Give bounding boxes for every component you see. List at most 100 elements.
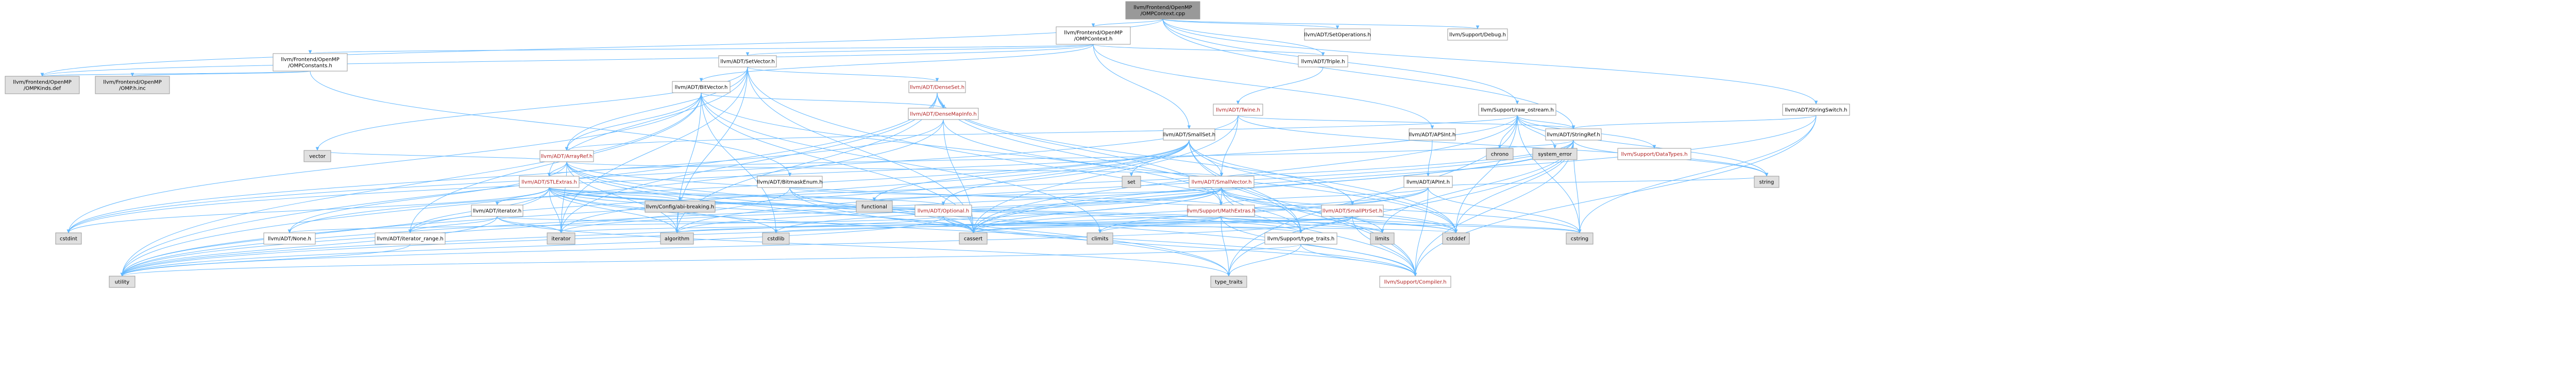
node-iterator-std[interactable]: iterator: [547, 232, 575, 245]
node-label: set: [1127, 180, 1135, 185]
node-label: llvm/ADT/StringSwitch.h: [1785, 108, 1847, 113]
node-label: llvm/ADT/SetOperations.h: [1304, 32, 1371, 38]
node-box: [718, 55, 777, 67]
edge-setvector-to-arrayref: [567, 66, 748, 150]
node-vector[interactable]: vector: [303, 150, 331, 162]
node-utility[interactable]: utility: [109, 276, 135, 288]
node-box: [672, 81, 731, 93]
edge-stringswitch-to-stringref: [1573, 115, 1817, 129]
node-bitmaskenum[interactable]: llvm/ADT/BitmaskEnum.h: [757, 176, 823, 188]
node-bitvector[interactable]: llvm/ADT/BitVector.h: [672, 81, 731, 93]
node-arrayref[interactable]: llvm/ADT/ArrayRef.h: [539, 150, 594, 162]
node-denseset[interactable]: llvm/ADT/DenseSet.h: [908, 81, 966, 93]
edge-twine-to-cstdint: [69, 115, 1239, 233]
node-box: [1370, 232, 1395, 245]
node-setoperations[interactable]: llvm/ADT/SetOperations.h: [1304, 28, 1371, 41]
node-apsint[interactable]: llvm/ADT/APSInt.h: [1409, 128, 1456, 141]
edge-stringswitch-to-cassert: [973, 115, 1817, 233]
node-root[interactable]: llvm/Frontend/OpenMP/OMPContext.cpp: [1125, 1, 1200, 20]
node-climits[interactable]: climits: [1087, 232, 1113, 245]
node-label: string: [1759, 180, 1774, 185]
node-mathextras[interactable]: llvm/Support/MathExtras.h: [1187, 205, 1256, 217]
node-box: [1566, 232, 1594, 245]
edge-mathextras-to-type_traits: [1221, 216, 1229, 276]
node-label: system_error: [1538, 152, 1572, 158]
edge-raw_ostream-to-cstddef: [1456, 115, 1518, 233]
node-box: [1122, 176, 1141, 188]
node-box: [856, 200, 893, 213]
node-label: functional: [861, 205, 887, 210]
node-cstdlib[interactable]: cstdlib: [762, 232, 790, 245]
node-box: [660, 232, 694, 245]
node-cstdint[interactable]: cstdint: [55, 232, 82, 245]
node-label: llvm/Frontend/OpenMP: [1064, 30, 1122, 36]
node-label: algorithm: [665, 236, 689, 242]
node-apint[interactable]: llvm/ADT/APInt.h: [1403, 176, 1453, 188]
node-label: type_traits: [1215, 280, 1242, 285]
node-config[interactable]: llvm/Config/abi-breaking.h: [645, 200, 716, 213]
node-label: llvm/ADT/None.h: [268, 236, 311, 242]
node-compiler[interactable]: llvm/Support/Compiler.h: [1379, 276, 1451, 288]
edge-arrayref-to-smallvector: [566, 161, 1222, 176]
node-label: /OMPContext.cpp: [1141, 11, 1185, 17]
node-smallptrset[interactable]: llvm/ADT/SmallPtrSet.h: [1321, 205, 1384, 217]
node-type-traits-h[interactable]: llvm/Support/type_traits.h: [1264, 232, 1337, 245]
node-chrono[interactable]: chrono: [1486, 148, 1514, 160]
edge-arrayref-to-cstddef: [566, 161, 1456, 233]
node-ompconstants[interactable]: llvm/Frontend/OpenMP/OMPConstants.h: [273, 53, 348, 72]
node-cstddef[interactable]: cstddef: [1442, 232, 1470, 245]
node-stlextras[interactable]: llvm/ADT/STLExtras.h: [519, 176, 580, 188]
node-stringref[interactable]: llvm/ADT/StringRef.h: [1545, 128, 1602, 141]
node-algorithm[interactable]: algorithm: [660, 232, 694, 245]
edge-root-to-setoperations: [1162, 19, 1337, 29]
node-twine[interactable]: llvm/ADT/Twine.h: [1213, 104, 1263, 116]
node-system-error[interactable]: system_error: [1532, 148, 1578, 160]
node-smallvector[interactable]: llvm/ADT/SmallVector.h: [1189, 176, 1255, 188]
node-label: llvm/Config/abi-breaking.h: [646, 205, 714, 210]
edge-bitvector-to-densemapinfo: [701, 92, 943, 108]
edge-ompcontext_h-to-triple: [1093, 44, 1323, 56]
edge-ompcontext_h-to-apsint: [1093, 44, 1432, 129]
edge-raw_ostream-to-cstring: [1517, 115, 1580, 233]
node-cstring[interactable]: cstring: [1566, 232, 1594, 245]
node-type-traits[interactable]: type_traits: [1210, 276, 1247, 288]
edge-smallset-to-iterator_std: [561, 140, 1190, 233]
edge-smallvector-to-type_traits_h: [1221, 187, 1301, 233]
node-label: llvm/ADT/ArrayRef.h: [541, 154, 593, 160]
node-raw-ostream[interactable]: llvm/Support/raw_ostream.h: [1478, 104, 1556, 116]
node-label: llvm/Frontend/OpenMP: [281, 57, 339, 63]
node-box: [109, 276, 135, 288]
edge-smallptrset-to-cstddef: [1352, 216, 1456, 233]
edge-optional-to-utility: [122, 216, 944, 276]
edge-raw_ostream-to-arrayref: [567, 115, 1518, 150]
node-label: utility: [115, 280, 130, 285]
node-set[interactable]: set: [1122, 176, 1141, 188]
edge-type_traits_h-to-utility: [122, 244, 1301, 276]
edge-bitmaskenum-to-mathextras: [789, 187, 1221, 205]
node-iterator-range[interactable]: llvm/ADT/iterator_range.h: [375, 232, 446, 245]
node-box: [519, 176, 580, 188]
node-ompcontext-h[interactable]: llvm/Frontend/OpenMP/OMPContext.h: [1056, 26, 1131, 45]
node-densemapinfo[interactable]: llvm/ADT/DenseMapInfo.h: [908, 108, 979, 120]
node-cassert[interactable]: cassert: [959, 232, 988, 245]
node-functional[interactable]: functional: [856, 200, 893, 213]
node-triple[interactable]: llvm/ADT/Triple.h: [1298, 55, 1348, 67]
node-string[interactable]: string: [1754, 176, 1780, 188]
edge-setvector-to-iterator_std: [561, 66, 748, 233]
node-label: llvm/ADT/APSInt.h: [1409, 132, 1456, 138]
node-box: [1532, 148, 1578, 160]
node-ompinc[interactable]: llvm/Frontend/OpenMP/OMP.h.inc: [95, 76, 170, 94]
node-datatypes[interactable]: llvm/Support/DataTypes.h: [1617, 148, 1691, 160]
node-debug[interactable]: llvm/Support/Debug.h: [1447, 28, 1508, 41]
node-smallset[interactable]: llvm/ADT/SmallSet.h: [1163, 128, 1215, 141]
edge-setvector-to-cassert: [747, 66, 973, 233]
node-ompkinds[interactable]: llvm/Frontend/OpenMP/OMPKinds.def: [5, 76, 80, 94]
node-none[interactable]: llvm/ADT/None.h: [263, 232, 316, 245]
node-label: llvm/ADT/BitVector.h: [675, 85, 728, 91]
node-stringswitch[interactable]: llvm/ADT/StringSwitch.h: [1782, 104, 1850, 116]
node-optional[interactable]: llvm/ADT/Optional.h: [914, 205, 972, 217]
node-iterator[interactable]: llvm/ADT/iterator.h: [471, 205, 523, 217]
node-limits[interactable]: limits: [1370, 232, 1395, 245]
node-setvector[interactable]: llvm/ADT/SetVector.h: [718, 55, 777, 67]
